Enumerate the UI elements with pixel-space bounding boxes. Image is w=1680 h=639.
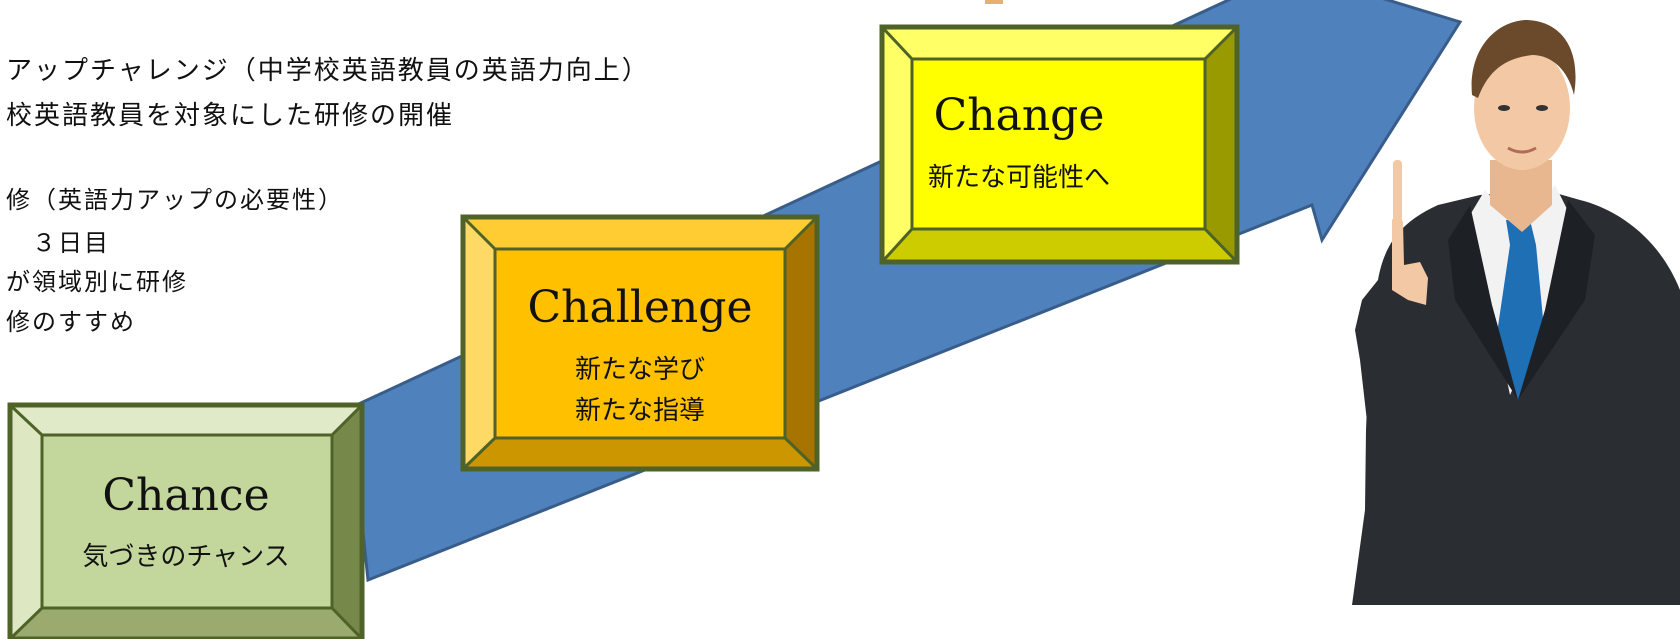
top-fragment: [985, 0, 1003, 4]
neck: [1490, 160, 1552, 232]
businessman-illustration: [1352, 20, 1680, 605]
step-challenge-title: Challenge: [528, 282, 753, 333]
step-challenge: Challenge 新たな学び 新たな指導: [460, 214, 820, 472]
lapel-left: [1448, 205, 1518, 400]
lapel-right: [1518, 200, 1595, 400]
step-change: Change 新たな可能性へ: [879, 24, 1240, 265]
step-change-subtitle: 新たな可能性へ: [928, 163, 1110, 193]
text-line-2: 校英語教員を対象にした研修の開催: [6, 101, 455, 131]
step-challenge-subtitle-2: 新たな指導: [575, 396, 705, 426]
step-chance-title: Chance: [102, 470, 269, 521]
text-line-3: 修（英語力アップの必要性）: [6, 186, 344, 214]
text-line-6: 修のすすめ: [6, 308, 136, 336]
step-chance: Chance 気づきのチャンス: [7, 402, 365, 639]
head: [1474, 46, 1570, 170]
step-challenge-subtitle-1: 新たな学び: [575, 355, 705, 385]
suit-jacket: [1352, 190, 1680, 605]
raised-hand: [1392, 212, 1428, 305]
text-line-1: アップチャレンジ（中学校英語教員の英語力向上）: [6, 56, 650, 86]
text-line-4: ３日目: [6, 229, 110, 257]
step-chance-subtitle: 気づきのチャンス: [82, 542, 289, 572]
raised-arm: [1355, 280, 1412, 440]
hair: [1471, 20, 1576, 98]
text-line-5: が領域別に研修: [6, 268, 188, 296]
step-change-title: Change: [934, 90, 1105, 141]
